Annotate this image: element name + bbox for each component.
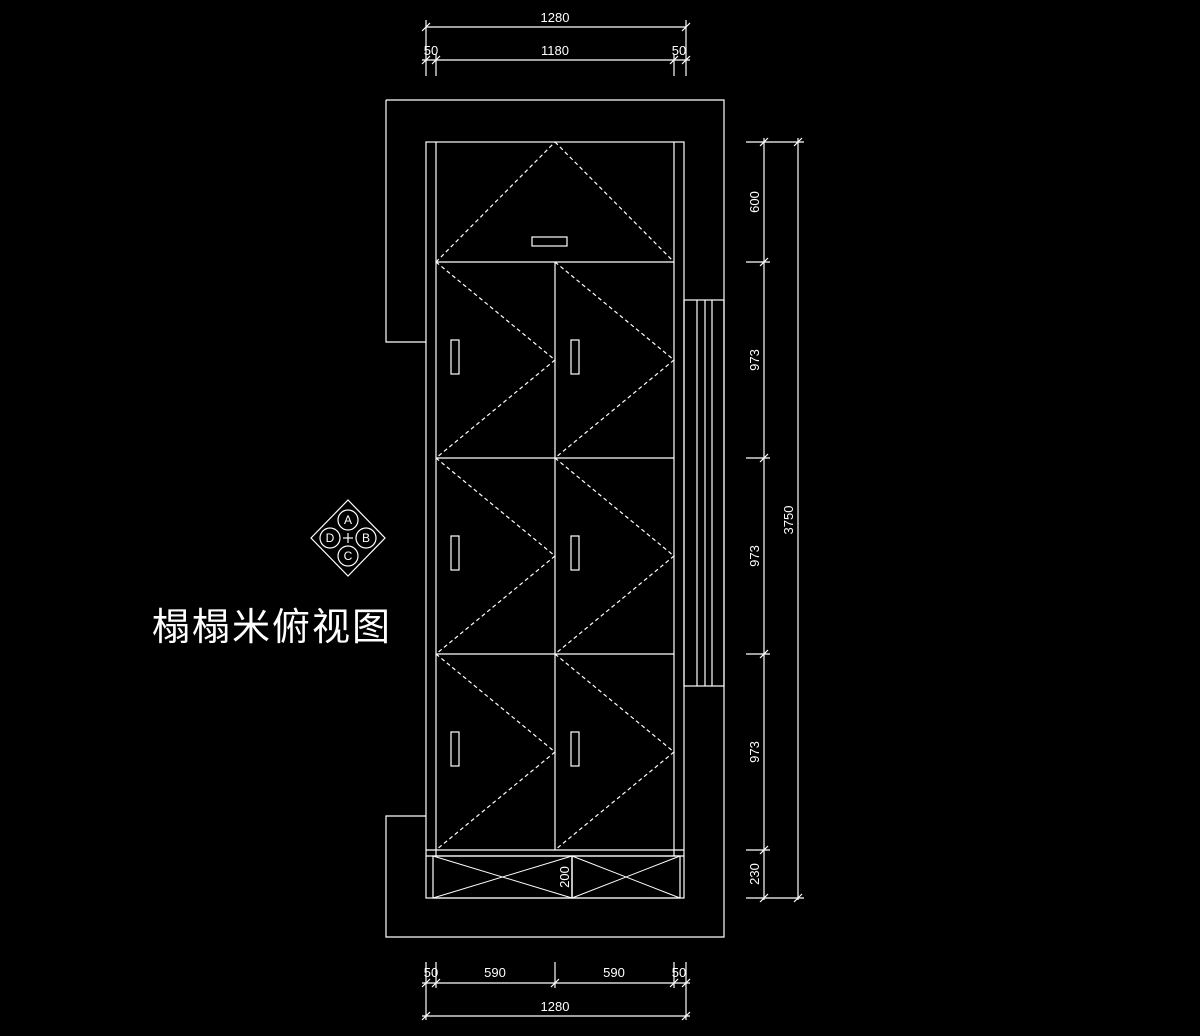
side-window [683, 299, 725, 687]
dim-drawer-depth: 200 [557, 866, 572, 888]
dim-top-left-margin: 50 [424, 43, 438, 58]
dim-top-inner: 1180 [541, 43, 569, 58]
drawer-cross-lines [432, 855, 681, 899]
dim-bottom-seg-2: 590 [603, 965, 625, 980]
right-ticks [759, 137, 769, 903]
dim-top-total: 1280 [541, 10, 570, 25]
dim-right-seg-4: 973 [747, 741, 762, 763]
dim-right-total: 3750 [781, 506, 796, 535]
view-symbol-d: D [326, 531, 335, 545]
view-symbol-a: A [344, 513, 352, 527]
panel-dashes [435, 261, 675, 851]
dim-bottom-seg-1: 590 [484, 965, 506, 980]
view-symbol-c: C [344, 549, 353, 563]
view-symbol-b: B [362, 531, 370, 545]
dim-right-seg-5: 230 [747, 863, 762, 885]
room-wall-outline [385, 99, 725, 938]
dim-right-seg-2: 973 [747, 349, 762, 371]
dim-bottom-right-margin: 50 [672, 965, 686, 980]
dim-top-right-margin: 50 [672, 43, 686, 58]
panel-handles [450, 339, 580, 767]
dim-right-seg-3: 973 [747, 545, 762, 567]
top-handle [531, 236, 568, 247]
dim-bottom-left-margin: 50 [424, 965, 438, 980]
top-panel-dashes [435, 141, 675, 263]
drawing-title: 榻榻米俯视图 [152, 605, 392, 649]
view-symbol [310, 499, 386, 577]
dim-right-seg-1: 600 [747, 191, 762, 213]
dim-bottom-total: 1280 [541, 999, 570, 1014]
